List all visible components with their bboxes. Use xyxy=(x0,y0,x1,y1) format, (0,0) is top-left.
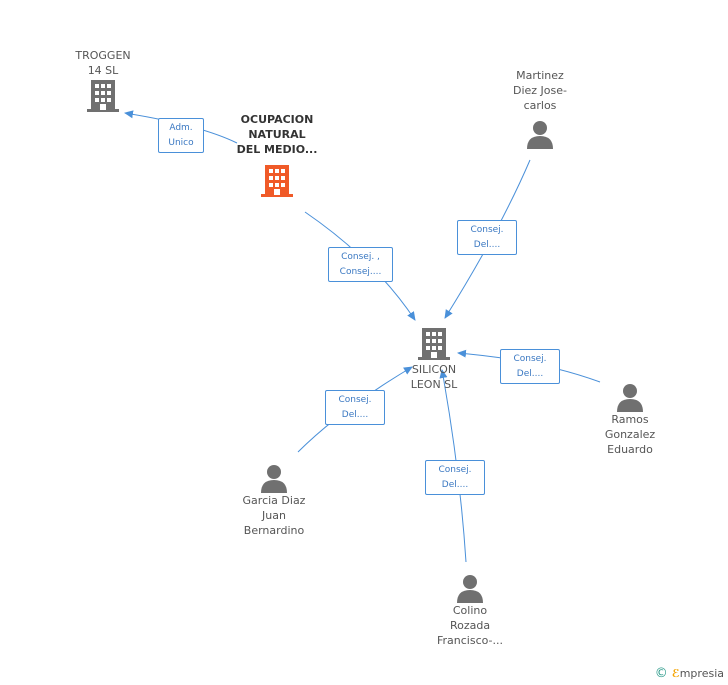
edge-label-consej-consej: Consej. , Consej.... xyxy=(328,247,393,282)
building-icon xyxy=(261,165,293,197)
person-node-ramos[interactable]: Ramos Gonzalez Eduardo xyxy=(580,382,680,457)
building-icon xyxy=(87,80,119,112)
person-label: Martinez Diez Jose- carlos xyxy=(512,69,567,112)
building-icon xyxy=(418,328,450,360)
edge-label-garcia-del: Consej. Del.... xyxy=(325,390,385,425)
person-label: Garcia Diaz Juan Bernardino xyxy=(242,494,306,537)
person-node-martinez[interactable]: Martinez Diez Jose- carlos xyxy=(490,68,590,149)
person-label: Colino Rozada Francisco-... xyxy=(436,604,504,647)
company-node-silicon[interactable]: SILICON LEON SL xyxy=(394,326,474,392)
brand-logo-letter: ℰ xyxy=(671,667,680,680)
person-node-colino[interactable]: Colino Rozada Francisco-... xyxy=(418,573,522,648)
edge-label-adm-unico: Adm. Unico xyxy=(158,118,204,153)
brand-footer: ©ℰmpresia xyxy=(655,666,724,681)
brand-name: mpresia xyxy=(679,667,724,680)
company-node-troggen[interactable]: TROGGEN 14 SL xyxy=(58,48,148,114)
edge-label-colino-del: Consej. Del.... xyxy=(425,460,485,495)
company-label: TROGGEN 14 SL xyxy=(75,49,131,77)
person-node-garcia[interactable]: Garcia Diaz Juan Bernardino xyxy=(222,463,326,538)
edge-label-ramos-del: Consej. Del.... xyxy=(500,349,560,384)
person-label: Ramos Gonzalez Eduardo xyxy=(604,413,656,456)
person-icon xyxy=(457,575,483,603)
company-label: OCUPACION NATURAL DEL MEDIO... xyxy=(236,113,318,156)
person-icon xyxy=(527,121,553,149)
company-label: SILICON LEON SL xyxy=(410,363,458,391)
person-icon xyxy=(617,384,643,412)
company-node-ocupacion[interactable]: OCUPACION NATURAL DEL MEDIO... xyxy=(222,112,332,199)
edge-label-martinez-del: Consej. Del.... xyxy=(457,220,517,255)
person-icon xyxy=(261,465,287,493)
copyright-icon: © xyxy=(654,666,668,681)
